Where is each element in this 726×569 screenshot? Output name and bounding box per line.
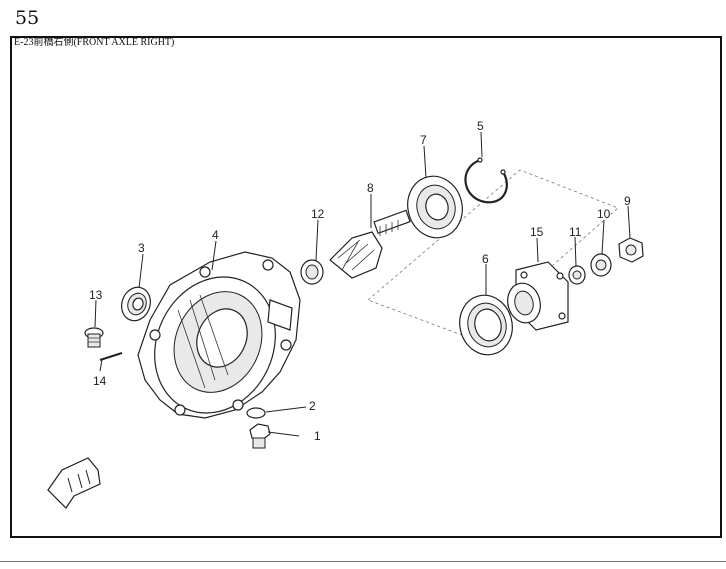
callout-4: 4 bbox=[212, 228, 219, 242]
drain-plug bbox=[84, 327, 104, 348]
leader-lines bbox=[94, 131, 631, 437]
callout-5: 5 bbox=[477, 119, 484, 133]
pinion-gear bbox=[329, 209, 411, 279]
bolt bbox=[249, 423, 271, 449]
callout-2: 2 bbox=[309, 399, 316, 413]
oil-seal bbox=[121, 286, 151, 322]
callout-12: 12 bbox=[311, 207, 325, 221]
callout-11: 11 bbox=[569, 225, 582, 239]
forward-arrow bbox=[47, 457, 101, 509]
callout-13: 13 bbox=[89, 288, 103, 302]
callout-7: 7 bbox=[420, 133, 427, 147]
assembly-guide-outline bbox=[367, 169, 619, 339]
pin bbox=[99, 352, 123, 361]
flange-nut bbox=[618, 237, 644, 263]
callout-15: 15 bbox=[530, 225, 544, 239]
diagram-title: E-23前橋右側(FRONT AXLE RIGHT) bbox=[14, 37, 175, 48]
flange-housing bbox=[507, 261, 569, 331]
bushing bbox=[300, 259, 324, 285]
gear-case-housing bbox=[137, 251, 301, 419]
page-number: 55 bbox=[15, 7, 40, 29]
callout-6: 6 bbox=[482, 252, 489, 266]
large-oil-seal bbox=[459, 294, 513, 356]
bearing bbox=[407, 175, 463, 239]
circlip bbox=[464, 157, 508, 204]
washer bbox=[246, 407, 266, 419]
callout-1: 1 bbox=[314, 429, 321, 443]
bottom-rule bbox=[0, 561, 726, 562]
diagram-frame bbox=[10, 36, 722, 538]
callout-14: 14 bbox=[93, 374, 107, 388]
callout-8: 8 bbox=[367, 181, 374, 195]
callout-10: 10 bbox=[597, 207, 611, 221]
callout-3: 3 bbox=[138, 241, 145, 255]
callout-9: 9 bbox=[624, 194, 631, 208]
